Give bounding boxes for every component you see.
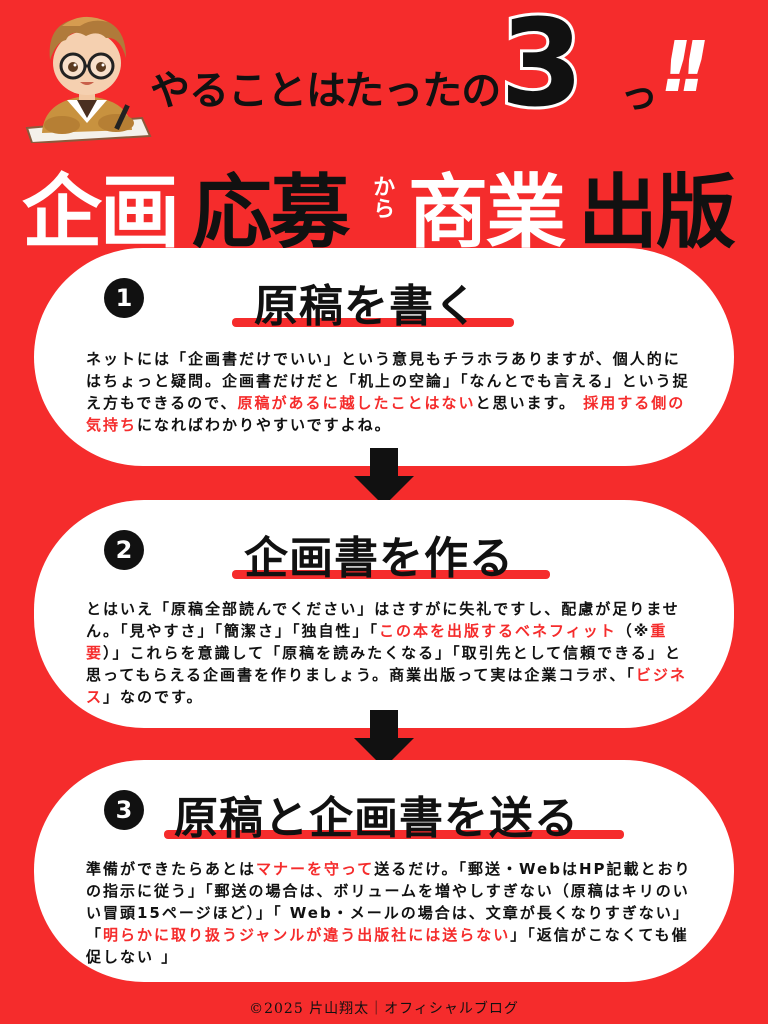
step-card-1: 1 原稿を書く ネットには「企画書だけでいい」という意見もチラホラありますが、個… <box>34 248 734 466</box>
text-segment: と思います。 <box>475 394 584 412</box>
down-arrow-icon <box>354 448 414 506</box>
highlight-segment: ビジネス <box>86 666 687 706</box>
author-avatar-illustration <box>25 16 152 143</box>
step-title: 企画書を作る <box>244 533 514 584</box>
headline-part-shougyou: 商業 <box>408 166 566 259</box>
step-number-badge: 2 <box>104 530 144 570</box>
text-segment: とはいえ「原稿全部読んでください」はさすがに失礼ですし、配慮が足りません。「見や… <box>86 600 680 640</box>
main-headline: 企画 応募 から 商業 出版 <box>0 140 768 259</box>
step-number-badge: 3 <box>104 790 144 830</box>
highlight-segment: マナーを守って <box>256 860 375 878</box>
tagline-text: やることはたったの <box>150 68 501 114</box>
down-arrow-icon <box>354 710 414 768</box>
text-segment: ）」これらを意識して「原稿を読みたくなる」「取引先として信頼できる」と思ってもら… <box>86 644 682 684</box>
title-underline <box>232 318 514 327</box>
text-segment: 」「返信がこなくても催促しない 」 <box>86 926 689 966</box>
headline-connector: から <box>369 175 395 219</box>
headline-part-oubo: 応募 <box>192 166 350 259</box>
step-title: 原稿と企画書を送る <box>174 793 579 844</box>
text-segment: 準備ができたらあとは <box>86 860 257 878</box>
step-title: 原稿を書く <box>254 281 479 332</box>
text-segment: になればわかりやすいですよね。 <box>137 416 392 434</box>
headline-part-kikaku: 企画 <box>22 166 180 259</box>
highlight-segment: 採用する側の気持ち <box>86 394 686 434</box>
text-segment: 」なのです。 <box>103 688 204 706</box>
title-underline <box>164 830 624 839</box>
text-segment: 送るだけ。「郵送・WebはHP記載とおりの指示に従う」「郵送の場合は、ボリューム… <box>86 860 692 944</box>
step-description: とはいえ「原稿全部読んでください」はさすがに失礼ですし、配慮が足りません。「見や… <box>86 598 692 708</box>
headline-part-shuppan: 出版 <box>578 166 736 259</box>
highlight-segment: この本を出版するベネフィット <box>379 622 617 640</box>
step-card-3: 3 原稿と企画書を送る 準備ができたらあとはマナーを守って送るだけ。「郵送・We… <box>34 760 734 982</box>
text-segment: （※ <box>616 622 651 640</box>
step-description: 準備ができたらあとはマナーを守って送るだけ。「郵送・WebはHP記載とおりの指示… <box>86 858 692 968</box>
step-description: ネットには「企画書だけでいい」という意見もチラホラありますが、個人的にはちょっと… <box>86 348 692 436</box>
exclamation-marks: !! <box>652 26 704 108</box>
headline-connector-ka: か <box>369 175 395 197</box>
headline-connector-ra: ら <box>369 197 395 219</box>
highlight-segment: 原稿があるに越したことはない <box>237 394 476 412</box>
text-segment: ネットには「企画書だけでいい」という意見もチラホラありますが、個人的にはちょっと… <box>86 350 690 412</box>
highlight-segment: 明らかに取り扱うジャンルが違う出版社には送らない <box>103 926 511 944</box>
step-card-2: 2 企画書を作る とはいえ「原稿全部読んでください」はさすがに失礼ですし、配慮が… <box>34 500 734 728</box>
tagline-suffix: っ <box>620 73 659 117</box>
step-number-badge: 1 <box>104 278 144 318</box>
highlight-segment: 重要 <box>86 622 668 662</box>
big-number-three: 3 <box>497 0 586 134</box>
title-underline <box>232 570 550 579</box>
footer-copyright: ©2025 片山翔太｜オフィシャルブログ <box>249 1001 519 1017</box>
